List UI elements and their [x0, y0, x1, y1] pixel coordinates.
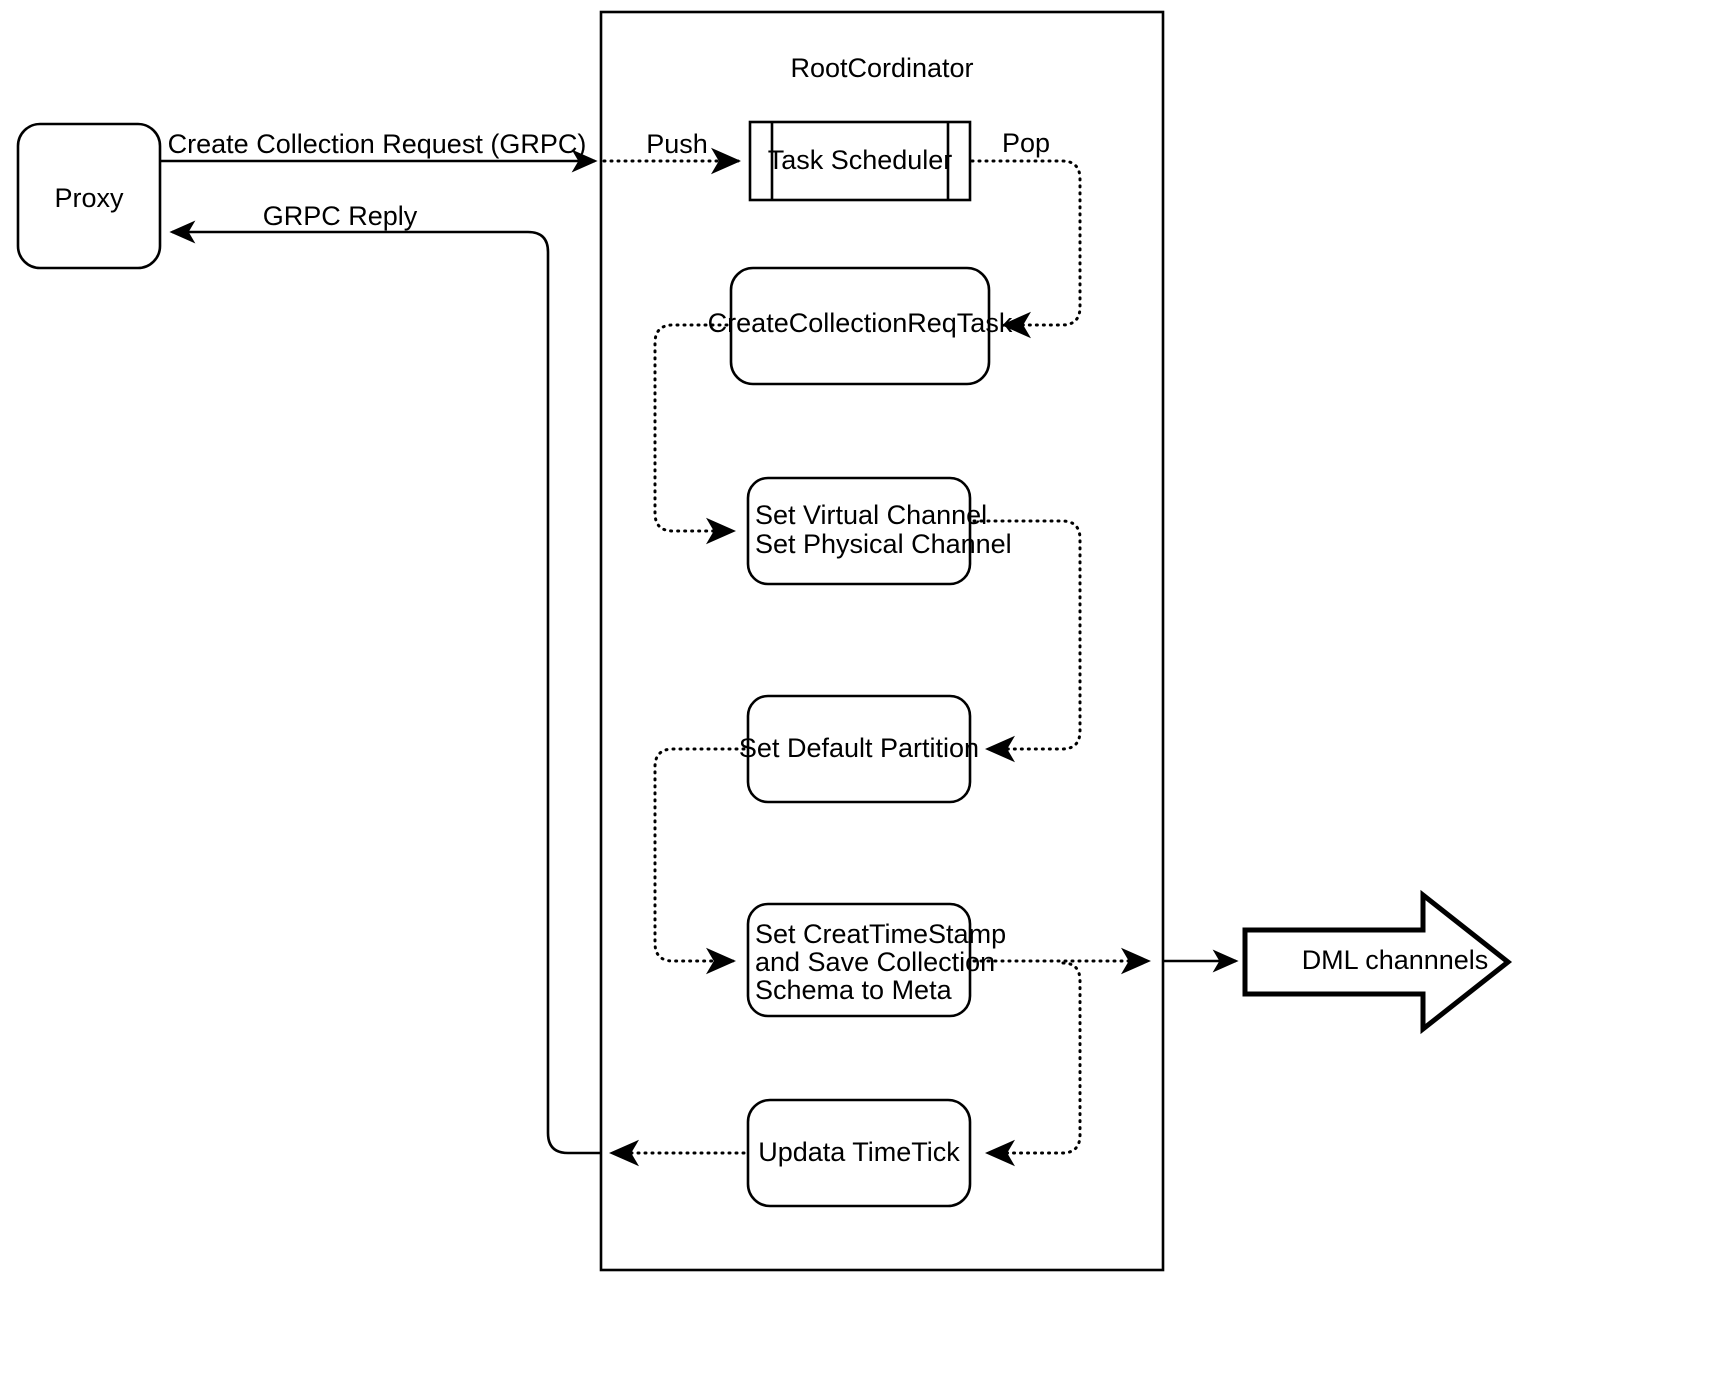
edge-push-label: Push [646, 129, 708, 159]
node-set-default-partition[interactable]: Set Default Partition [739, 694, 979, 804]
node-set-createtimestamp-label-line3: Schema to Meta [755, 975, 953, 1005]
edge-grpc-reply-label: GRPC Reply [263, 201, 418, 231]
node-set-channels[interactable]: Set Virtual Channel Set Physical Channel [746, 476, 1012, 586]
node-set-createtimestamp-label-line2: and Save Collection [755, 947, 995, 977]
edge-create-collection-request-label: Create Collection Request (GRPC) [168, 129, 587, 159]
node-create-collection-req-task-label: CreateCollectionReqTask [708, 308, 1013, 338]
node-task-scheduler-label: Task Scheduler [768, 145, 953, 175]
node-set-default-partition-label: Set Default Partition [739, 733, 979, 763]
edge-channels-to-partition [972, 519, 1082, 763]
edge-timestamp-to-timetick [985, 961, 1082, 1167]
root-cordinator-container: RootCordinator [599, 10, 1165, 1272]
edge-pop: Pop [970, 128, 1082, 339]
edge-task-to-channels [653, 323, 736, 545]
node-set-channels-label-line2: Set Physical Channel [755, 529, 1012, 559]
node-set-channels-label-line1: Set Virtual Channel [755, 500, 987, 530]
node-proxy-label: Proxy [54, 183, 124, 213]
root-cordinator-title: RootCordinator [790, 53, 973, 83]
node-dml-channels-label: DML channnels [1302, 945, 1489, 975]
node-task-scheduler[interactable]: Task Scheduler [748, 120, 972, 202]
node-updata-timetick[interactable]: Updata TimeTick [746, 1098, 972, 1208]
edge-grpc-reply: GRPC Reply [169, 201, 746, 1167]
node-dml-channels[interactable]: DML channnels [1242, 889, 1513, 1035]
node-set-createtimestamp[interactable]: Set CreatTimeStamp and Save Collection S… [746, 902, 1006, 1018]
node-updata-timetick-label: Updata TimeTick [758, 1137, 960, 1167]
edge-create-collection-request: Create Collection Request (GRPC) Push [160, 129, 741, 175]
edge-partition-to-timestamp [653, 747, 746, 975]
node-proxy[interactable]: Proxy [16, 122, 162, 270]
node-set-createtimestamp-label-line1: Set CreatTimeStamp [755, 919, 1006, 949]
node-create-collection-req-task[interactable]: CreateCollectionReqTask [708, 266, 1013, 386]
edge-pop-label: Pop [1002, 128, 1050, 158]
